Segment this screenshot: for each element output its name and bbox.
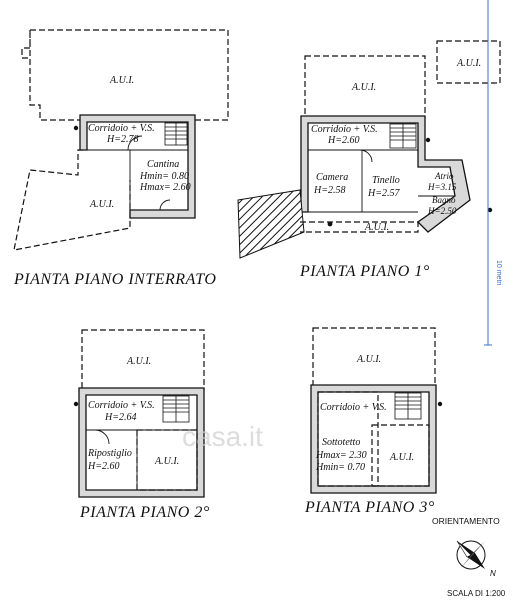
pillar-dot [425,137,431,143]
north-label: N [490,569,496,578]
room-height: H=2.78 [106,134,138,145]
balcony-hatched [237,189,305,259]
aui-label: A.U.I. [89,199,114,210]
room-height: H=2.57 [367,188,400,199]
plan-title: PIANTA PIANO 2° [79,504,210,521]
room-height: H=3.15 [427,182,457,192]
room-height: H=2.60 [327,135,359,146]
plan-title: PIANTA PIANO 1° [299,263,430,280]
room-label-cantina: Cantina [147,159,179,170]
room-height: Hmax= 2.30 [315,450,367,461]
aui-label: A.U.I. [389,452,414,463]
pillar-dot [73,125,79,131]
aui-outline-inner [317,391,379,487]
room-height: H=2.64 [104,412,136,423]
plan-title: PIANTA PIANO 3° [304,499,435,516]
stairs [164,122,188,146]
aui-outline-interrato-top [21,29,229,121]
aui-label: A.U.I. [351,82,376,93]
pillar-dot [327,221,333,227]
aui-label: A.U.I. [364,222,389,233]
aui-label: A.U.I. [154,456,179,467]
stairs [394,392,422,420]
plan-interrato: A.U.I. A.U.I. Corridoio + V.S. H=2.78 Ca… [13,29,229,288]
aui-outline [304,55,426,119]
room-label-corridoio: Corridoio + V.S. [320,402,387,413]
legend: ORIENTAMENTO N SCALA DI 1:200 [432,516,506,598]
plan-piano-2: A.U.I. A.U.I. Corridoio + V.S. H=2.64 Ri… [73,329,210,521]
aui-outline-right [371,424,430,487]
room-height: H=2.60 [87,461,119,472]
room-label-corridoio: Corridoio + V.S. [311,124,378,135]
wall-interrato [79,114,196,219]
aui-outline-bottom [300,221,419,233]
door-swing [127,135,143,151]
orientation-label: ORIENTAMENTO [432,516,500,526]
room-height: H=2.50 [427,206,457,216]
scale-bar-label: 10 metri [495,260,502,286]
room-label-corridoio: Corridoio + V.S. [88,123,155,134]
room-label-sottotetto: Sottotetto [322,437,360,448]
scale-label: SCALA DI 1:200 [447,589,506,598]
room-label-corridoio: Corridoio + V.S. [88,400,155,411]
watermark: casa.it [182,421,263,452]
door-swing [94,429,110,445]
room-height: H=2.58 [313,185,345,196]
aui-outline-right [136,429,198,491]
stairs [162,395,190,423]
plan-piano-3: A.U.I. A.U.I. Corridoio + V.S. Sottotett… [304,327,443,516]
room-height: Hmin= 0.70 [315,462,365,473]
room-label-ripostiglio: Ripostiglio [87,448,132,459]
aui-outline-corner [436,40,501,84]
pillar-dot [73,401,79,407]
aui-label: A.U.I. [356,354,381,365]
room-label-camera: Camera [316,172,348,183]
compass-icon [456,540,486,570]
scale-bar: 10 metri [484,0,502,346]
room-height: Hmax= 2.60 [139,182,191,193]
room-label-bagno: Bagno [432,195,456,205]
room-label-tinello: Tinello [372,175,400,186]
aui-outline-interrato-bottom [13,149,131,251]
room-label-atrio: Atrio [434,171,454,181]
plan-piano-1: A.U.I. A.U.I. A.U.I. Corridoio + V.S. H=… [237,40,501,280]
aui-label: A.U.I. [109,75,134,86]
plan-title: PIANTA PIANO INTERRATO [13,271,216,288]
aui-label: A.U.I. [126,356,151,367]
pillar-dot [487,207,493,213]
door-swing [359,149,373,163]
stairs [389,123,417,149]
aui-label: A.U.I. [456,58,481,69]
room-height: Hmin= 0.80 [139,171,189,182]
pillar-dot [437,401,443,407]
door-swing [159,199,171,211]
